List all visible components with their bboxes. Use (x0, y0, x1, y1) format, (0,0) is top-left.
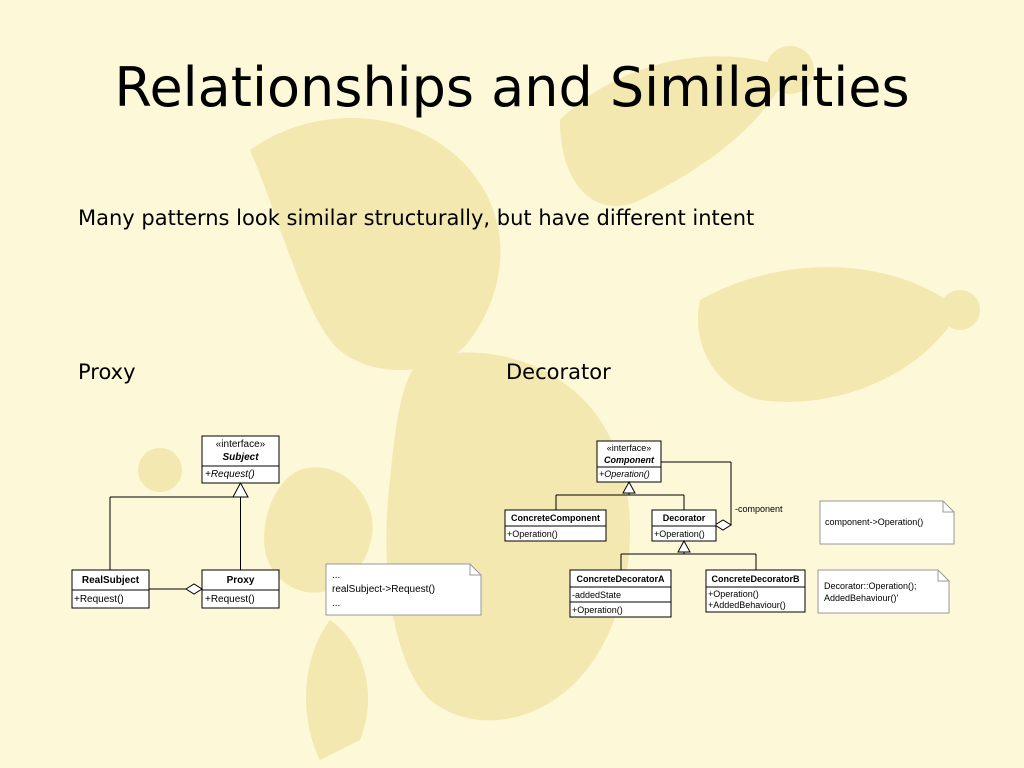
proxy-note-line2: realSubject->Request() (332, 584, 435, 595)
component-stereotype: «interface» (607, 443, 652, 453)
decorator-diagram: «interface» Component +Operation() -comp… (504, 440, 955, 618)
proxy-note: ... realSubject->Request() ... (325, 563, 482, 616)
proxy-class-operation: +Request() (205, 594, 255, 605)
decorator-note-2: Decorator::Operation(); AddedBehaviour()… (817, 569, 950, 614)
slide-subtitle: Many patterns look similar structurally,… (78, 206, 755, 230)
concrete-decorator-a-class: ConcreteDecoratorA -addedState +Operatio… (569, 569, 672, 618)
proxy-label: Proxy (78, 360, 136, 384)
proxy-note-line1: ... (332, 570, 340, 581)
concrete-decorator-a-name: ConcreteDecoratorA (576, 574, 665, 584)
subject-operation: +Request() (205, 469, 255, 480)
concrete-component-class: ConcreteComponent +Operation() (504, 509, 607, 542)
proxy-generalization (109, 481, 249, 570)
decorator-note-1: component->Operation() (819, 500, 955, 545)
decorator-note-2-line2: AddedBehaviour()' (824, 593, 899, 603)
subject-stereotype: «interface» (216, 439, 266, 450)
decorator-class-operation: +Operation() (654, 529, 705, 539)
concrete-decorator-b-operation2: +AddedBehaviour() (708, 600, 786, 610)
subject-class: «interface» Subject +Request() (201, 435, 280, 484)
subject-name: Subject (222, 452, 259, 463)
component-class: «interface» Component +Operation() (596, 440, 662, 483)
proxy-class-name: Proxy (227, 575, 255, 586)
proxy-class: Proxy +Request() (201, 569, 280, 609)
proxy-aggregation (149, 583, 203, 595)
slide-title: Relationships and Similarities (114, 56, 910, 119)
decorator-class: Decorator +Operation() (651, 509, 717, 542)
component-name: Component (604, 455, 655, 465)
proxy-diagram: «interface» Subject +Request() RealSubje… (71, 435, 482, 616)
decorator-generalization (620, 539, 757, 570)
decorator-label: Decorator (506, 360, 611, 384)
concrete-component-name: ConcreteComponent (511, 513, 600, 523)
association-label: -component (735, 504, 783, 514)
concrete-decorator-b-name: ConcreteDecoratorB (711, 574, 800, 584)
decorator-note-1-line1: component->Operation() (825, 517, 923, 527)
component-generalization (555, 480, 685, 510)
concrete-decorator-a-operation: +Operation() (572, 605, 623, 615)
concrete-decorator-a-attribute: -addedState (572, 590, 621, 600)
proxy-note-line3: ... (332, 598, 340, 609)
component-operation: +Operation() (599, 469, 650, 479)
real-subject-class: RealSubject +Request() (71, 569, 150, 609)
concrete-decorator-b-operation1: +Operation() (708, 589, 759, 599)
concrete-component-operation: +Operation() (507, 529, 558, 539)
component-association: -component (661, 461, 783, 531)
decorator-note-2-line1: Decorator::Operation(); (824, 581, 917, 591)
real-subject-name: RealSubject (82, 575, 140, 586)
decorator-class-name: Decorator (663, 513, 706, 523)
concrete-decorator-b-class: ConcreteDecoratorB +Operation() +AddedBe… (705, 569, 806, 613)
real-subject-operation: +Request() (74, 594, 124, 605)
